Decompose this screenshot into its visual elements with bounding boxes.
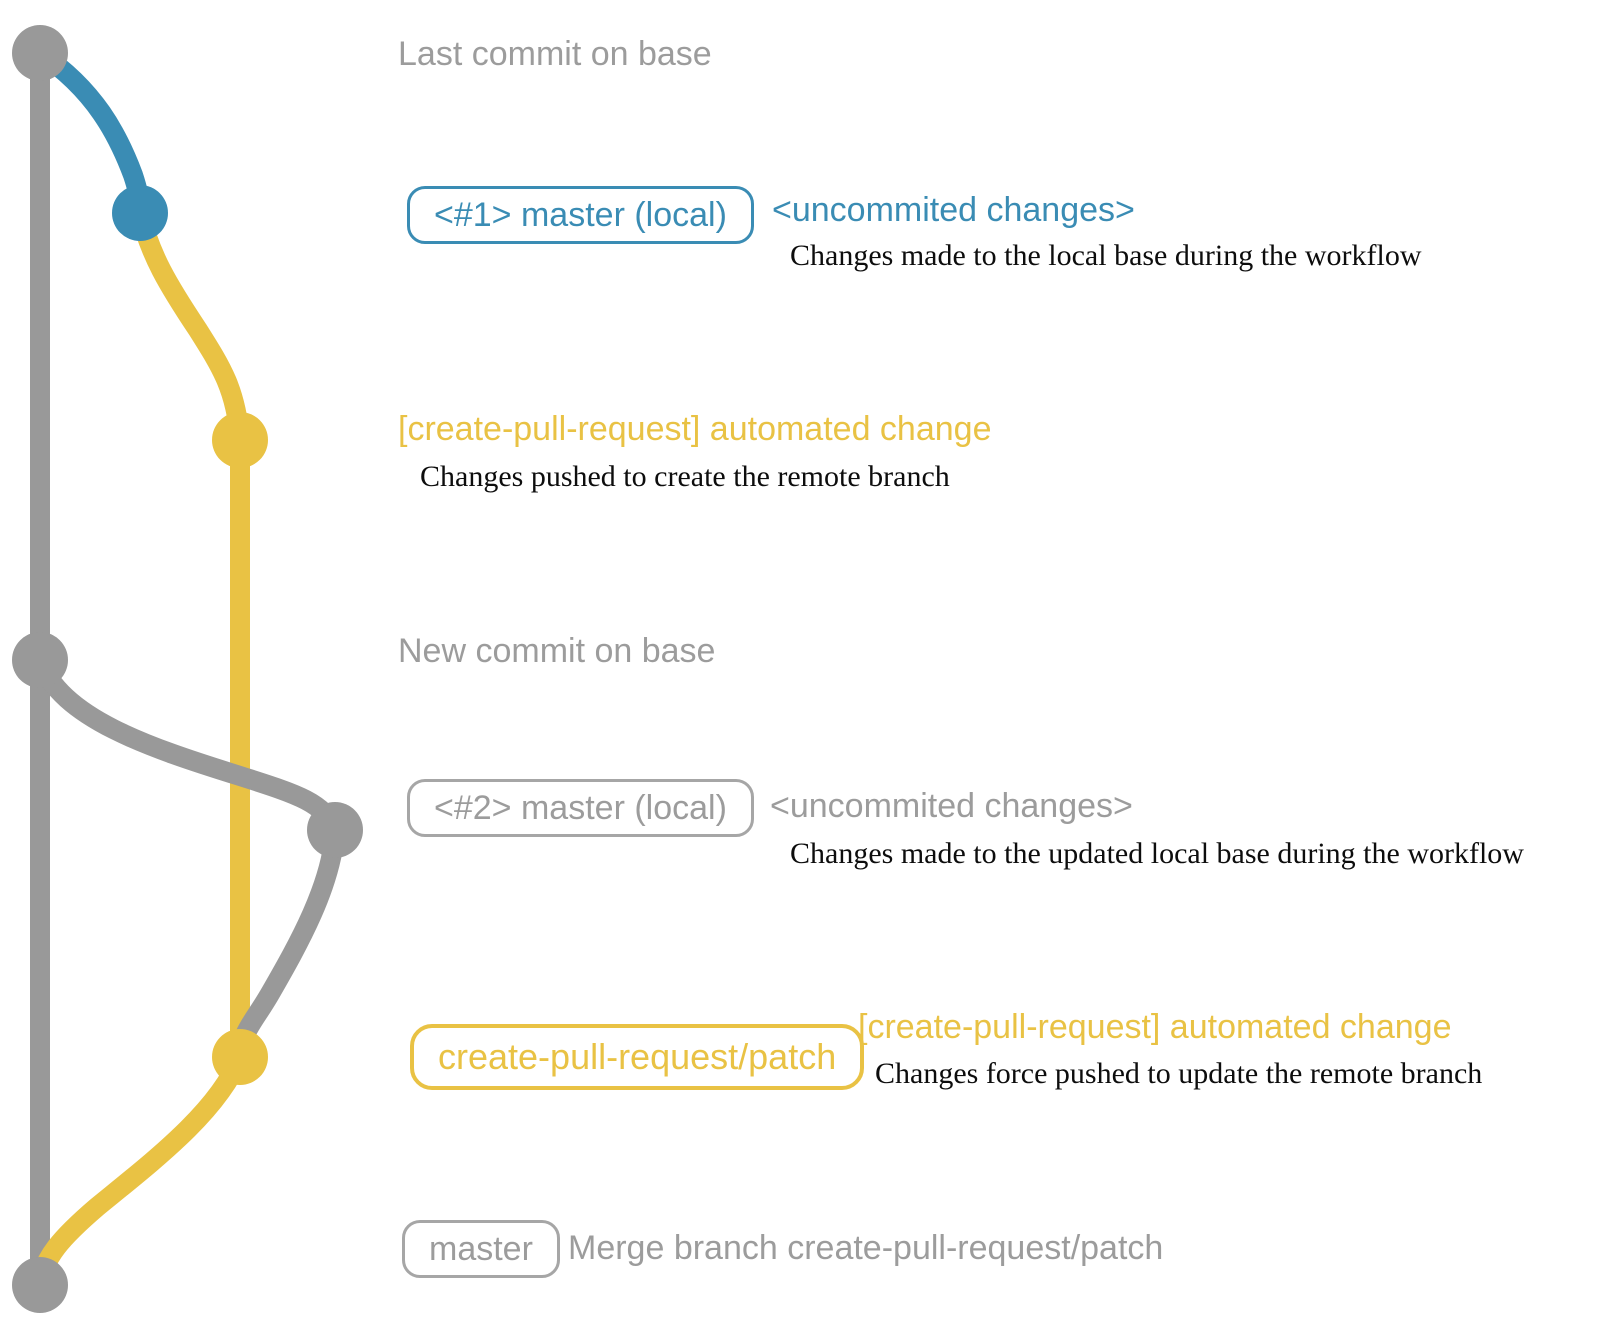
label-merge-branch: Merge branch create-pull-request/patch bbox=[568, 1229, 1164, 1267]
commit-dot-local-master-2 bbox=[307, 802, 363, 858]
branch-badge-master-local-1: <#1> master (local) bbox=[407, 186, 754, 244]
label-uncommited-changes-2: <uncommited changes> bbox=[770, 787, 1133, 825]
label-last-commit-on-base: Last commit on base bbox=[398, 35, 712, 73]
local-master-2-branch-out-line bbox=[30, 650, 345, 840]
label-new-commit-on-base: New commit on base bbox=[398, 632, 716, 670]
desc-local-base-changes: Changes made to the local base during th… bbox=[790, 239, 1422, 272]
branch-badge-master-local-2: <#2> master (local) bbox=[407, 779, 754, 837]
commit-dot-new-base bbox=[12, 632, 68, 688]
patch-branch-curve-top bbox=[130, 203, 250, 450]
branch-badge-create-pull-request-patch: create-pull-request/patch bbox=[410, 1024, 865, 1090]
commit-dot-merge bbox=[12, 1257, 68, 1313]
commit-graph bbox=[12, 25, 363, 1313]
label-automated-change-1: [create-pull-request] automated change bbox=[398, 410, 992, 448]
branch-badge-master: master bbox=[402, 1220, 560, 1278]
patch-merge-line bbox=[30, 1047, 250, 1295]
label-automated-change-2: [create-pull-request] automated change bbox=[858, 1008, 1452, 1046]
desc-updated-local-base-changes: Changes made to the updated local base d… bbox=[790, 837, 1524, 870]
local-master-branch-line bbox=[30, 43, 150, 223]
commit-dot-last-base bbox=[12, 25, 68, 81]
desc-changes-pushed: Changes pushed to create the remote bran… bbox=[420, 460, 950, 493]
label-uncommited-changes-1: <uncommited changes> bbox=[772, 191, 1135, 229]
commit-dot-automated-1 bbox=[212, 412, 268, 468]
commit-dot-automated-2 bbox=[212, 1029, 268, 1085]
desc-changes-force-pushed: Changes force pushed to update the remot… bbox=[875, 1057, 1483, 1090]
local-master-2-branch-in-line bbox=[230, 820, 345, 1067]
commit-dot-local-master-1 bbox=[112, 185, 168, 241]
